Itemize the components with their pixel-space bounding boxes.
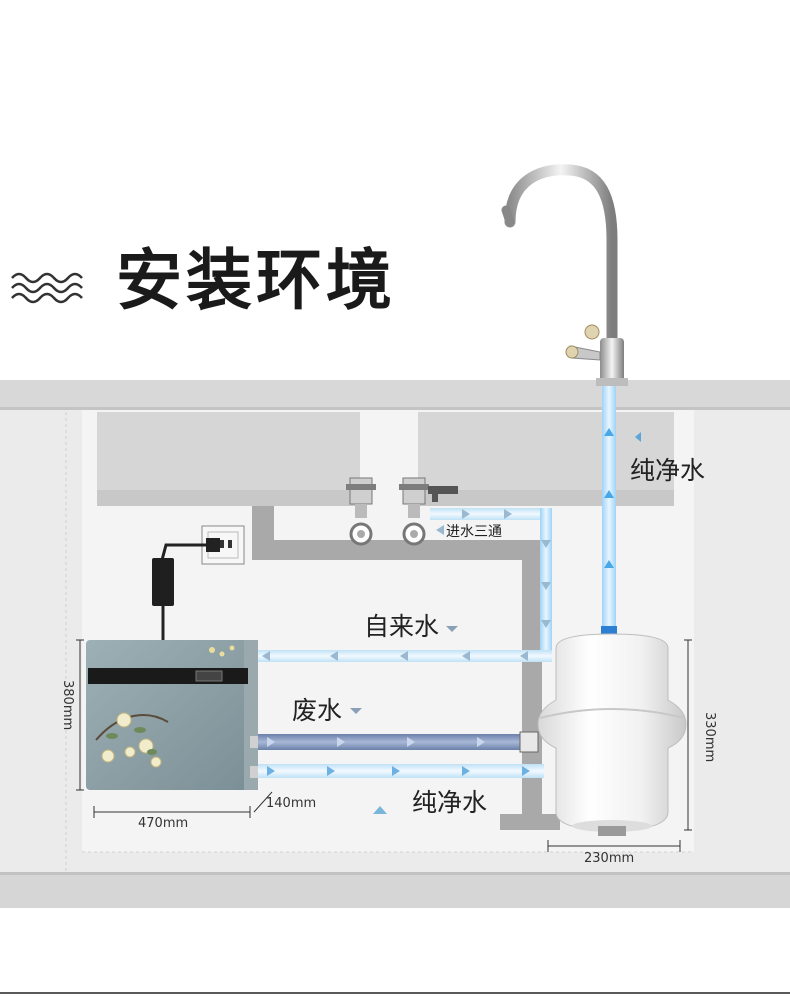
power-adapter-icon [152, 558, 174, 606]
angle-valve-left [346, 477, 376, 546]
water-purifier-icon [86, 640, 258, 790]
waste-water-marker-icon [350, 708, 362, 714]
countertop [0, 380, 790, 410]
tank-width-dim: 230mm [584, 851, 635, 866]
arrow-right-icon [462, 509, 512, 519]
power-socket-icon [201, 525, 245, 565]
tap-water-label: 自来水 [364, 612, 440, 641]
cabinet-base [0, 872, 790, 908]
tap-water-pipe [430, 508, 552, 520]
arrow-marker-icon [635, 432, 641, 442]
page-title: 安装环境 [116, 242, 396, 319]
purifier-depth-dim: 140mm [266, 796, 317, 811]
arrow-left-icon [262, 525, 528, 661]
tank-height-dim: 330mm [702, 712, 717, 763]
arrow-down-icon [541, 540, 551, 628]
angle-valve-right [399, 477, 458, 546]
wave-lines-icon [11, 272, 83, 304]
pure-water-bottom-label: 纯净水 [412, 788, 488, 817]
pure-water-top-label: 纯净水 [630, 456, 706, 485]
waste-water-pipe [258, 734, 524, 750]
pressure-tank-icon [537, 633, 687, 836]
tap-water-marker-icon [446, 626, 458, 632]
dimension-lines [76, 639, 692, 852]
arrow-up-icon [604, 428, 614, 568]
purifier-width-dim: 470mm [138, 816, 189, 831]
purifier-height-dim: 380mm [60, 680, 75, 731]
pure-water-riser [602, 386, 616, 634]
waste-water-label: 废水 [292, 696, 343, 725]
arrow-marker-up-icon [373, 806, 387, 814]
sink-basin-left [97, 412, 360, 505]
inlet-tee-label: 进水三通 [446, 524, 502, 540]
pure-water-pipe [258, 764, 544, 778]
faucet-icon [501, 164, 628, 386]
